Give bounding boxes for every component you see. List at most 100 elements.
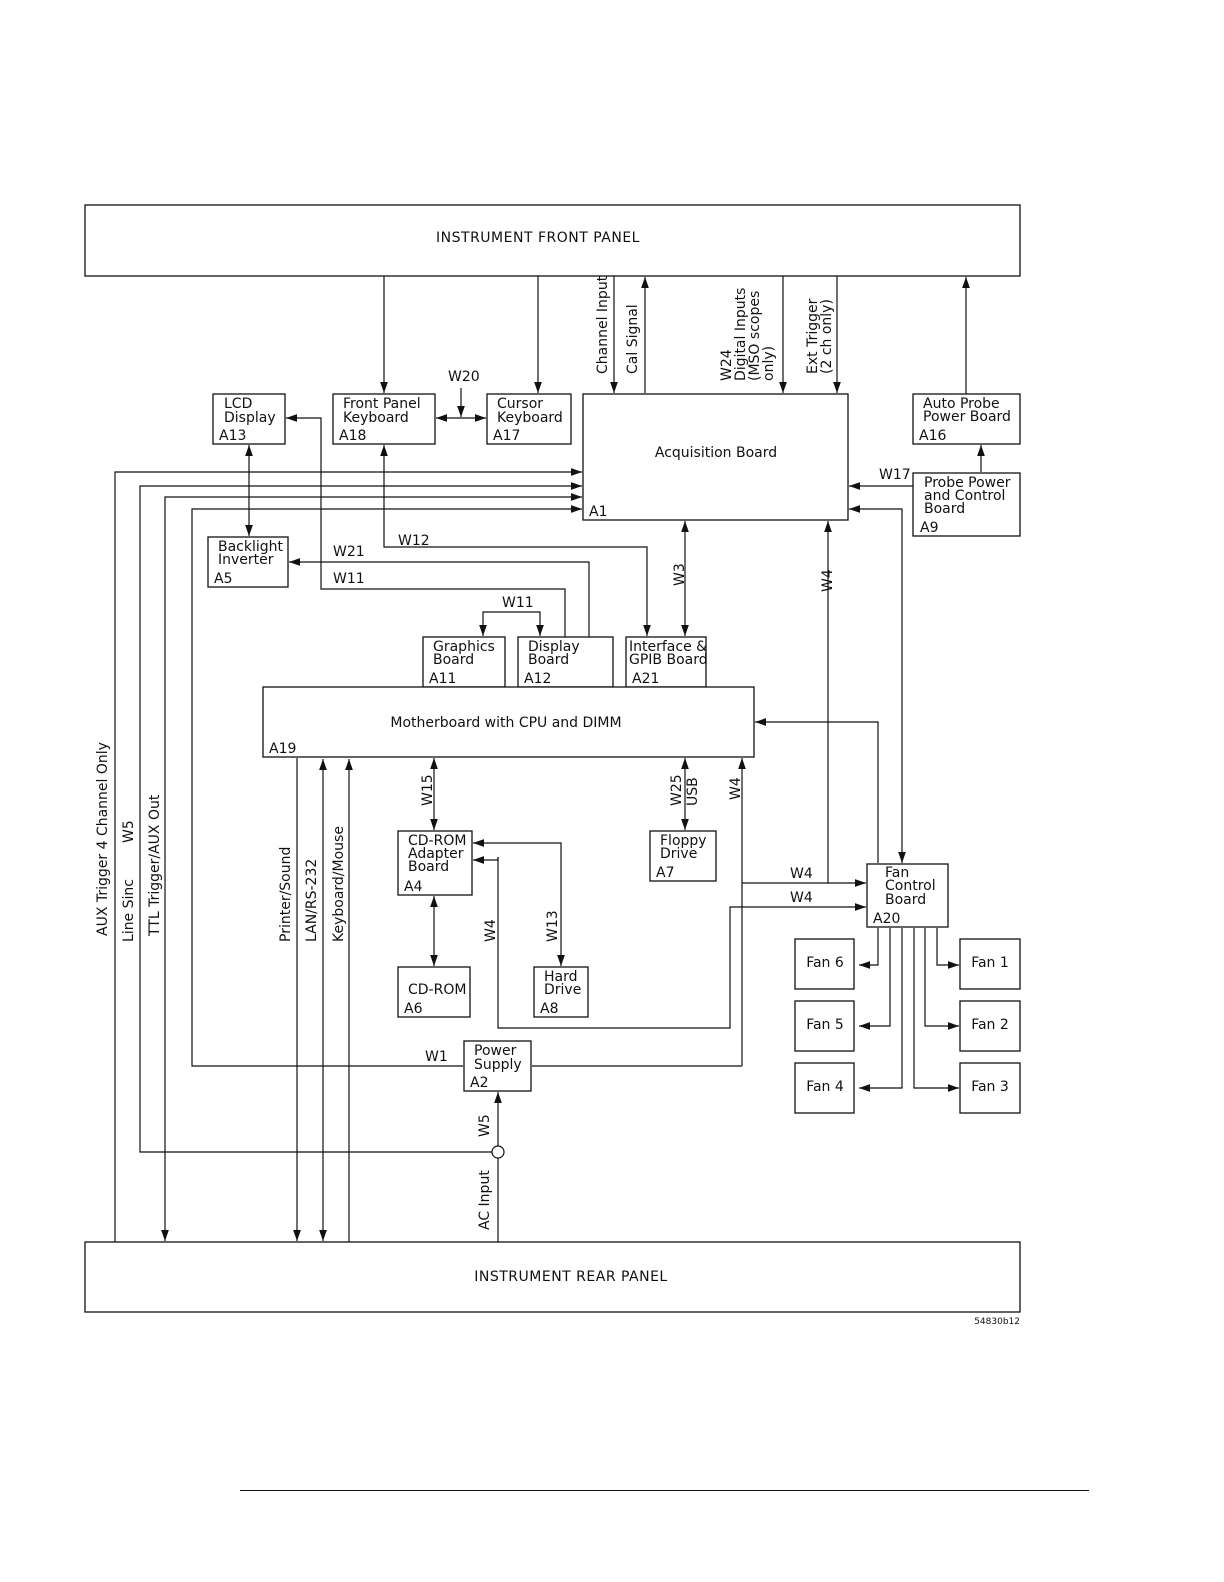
board-name-line: Fan (885, 865, 909, 881)
board-ref: A2 (470, 1075, 488, 1091)
board-ref: A5 (214, 571, 232, 587)
board-ref: A17 (493, 428, 520, 444)
power-supply-a2: Power Supply A2 (463, 1040, 532, 1092)
board-name-line: Display (224, 410, 276, 426)
ext-trigger-label-line1: Ext Trigger (805, 298, 821, 374)
board-ref: A12 (524, 671, 551, 687)
line-sinc-label: Line Sinc (121, 879, 137, 942)
interface-gpib-board-a21: Interface & GPIB Board A21 (625, 636, 708, 688)
board-name-line: Floppy (660, 833, 707, 849)
w20-label: W20 (448, 369, 480, 385)
w21-label: W21 (333, 544, 365, 560)
digital-inputs-label-line2: Digital Inputs (733, 288, 749, 381)
w13-wire (473, 839, 565, 966)
front-panel-label: INSTRUMENT FRONT PANEL (436, 230, 640, 246)
board-name-line: Probe Power (924, 475, 1011, 491)
board-ref: A4 (404, 879, 423, 895)
fan-control-board-a20: Fan Control Board A20 (866, 863, 949, 928)
board-name-line: Auto Probe (923, 396, 1000, 412)
fan-1: Fan 1 (959, 938, 1021, 990)
board-ref: A11 (429, 671, 456, 687)
floppy-drive-a7: Floppy Drive A7 (649, 830, 717, 882)
front-panel: INSTRUMENT FRONT PANEL (84, 204, 1021, 277)
fan-control-to-acquisition (849, 505, 906, 863)
w12-label: W12 (398, 533, 430, 549)
rear-panel: INSTRUMENT REAR PANEL (84, 1241, 1021, 1313)
fan-2: Fan 2 (959, 1000, 1021, 1052)
cdrom-a6: CD-ROM A6 (397, 966, 471, 1018)
board-ref: A13 (219, 428, 246, 444)
w1-label: W1 (425, 1049, 448, 1065)
channel-input-label: Channel Input (595, 275, 611, 374)
board-name-line: Power Board (923, 409, 1011, 425)
fan-1-wire (936, 928, 959, 969)
fan-3: Fan 3 (959, 1062, 1021, 1114)
signal-labels: Channel Input Cal Signal W24 Digital Inp… (95, 275, 835, 1230)
w11-label-graphics: W11 (502, 595, 534, 611)
board-ref: A8 (540, 1001, 558, 1017)
line-sinc-junction (491, 1145, 505, 1159)
backlight-inverter-a5: Backlight Inverter A5 (207, 536, 289, 588)
board-name-line: Supply (474, 1057, 522, 1073)
graphics-board-a11: Graphics Board A11 (422, 636, 506, 688)
board-ref: A16 (919, 428, 946, 444)
board-name-line: Motherboard with CPU and DIMM (390, 715, 621, 731)
w4-label-fan-upper: W4 (790, 866, 813, 882)
motherboard-a19: Motherboard with CPU and DIMM A19 (262, 686, 755, 758)
fan-label: Fan 2 (971, 1017, 1009, 1033)
fan-2-wire (924, 928, 959, 1030)
aux-trigger-label: AUX Trigger 4 Channel Only (95, 742, 111, 936)
fan-6: Fan 6 (794, 938, 855, 990)
cdrom-adapter-board-a4: CD-ROM Adapter Board A4 (397, 830, 473, 896)
lan-rs232-label: LAN/RS-232 (304, 859, 320, 942)
fan-label: Fan 6 (806, 955, 844, 971)
w11-graphics-display (479, 611, 544, 636)
ext-trigger-label-line2: (2 ch only) (819, 299, 835, 374)
w15-label: W15 (420, 774, 436, 806)
board-name-line: Keyboard (343, 410, 409, 426)
board-name-line: GPIB Board (629, 652, 708, 668)
fan-5-wire (859, 928, 891, 1030)
board-ref: A9 (920, 520, 938, 536)
board-ref: A18 (339, 428, 366, 444)
fan-5: Fan 5 (794, 1000, 855, 1052)
w11-label-lcd: W11 (333, 571, 365, 587)
w4-label-fan-lower: W4 (790, 890, 813, 906)
w5-label-left: W5 (121, 820, 137, 843)
fan-4-wire (859, 928, 903, 1092)
fan-3-wire (913, 928, 959, 1092)
hard-drive-a8: Hard Drive A8 (533, 966, 589, 1018)
w4-acquisition-wire (741, 521, 832, 1066)
connections (114, 276, 985, 1242)
fan-label: Fan 4 (806, 1079, 844, 1095)
w5-label-power: W5 (477, 1114, 493, 1137)
board-name-line: Board (433, 652, 474, 668)
board-ref: A19 (269, 741, 296, 757)
figure-id: 54830b12 (974, 1317, 1020, 1327)
w4-cdrom-adapter (473, 856, 499, 864)
footer-rule (240, 1490, 1089, 1491)
board-name-line: Board (408, 859, 449, 875)
w4-label-acquisition: W4 (820, 569, 836, 592)
board-ref: A7 (656, 865, 674, 881)
board-name-line: Inverter (218, 552, 274, 568)
cursor-keyboard-a17: Cursor Keyboard A17 (486, 393, 572, 445)
wire-labels: W20 W17 W21 W12 W11 W11 W3 W4 W15 W25 US… (121, 369, 911, 1137)
w17-label: W17 (879, 467, 911, 483)
board-name-line: Interface & (629, 639, 707, 655)
fan-control-to-motherboard (755, 718, 879, 863)
board-name-line: and Control (924, 488, 1005, 504)
w3-label: W3 (672, 563, 688, 586)
board-name-line: CD-ROM (408, 982, 466, 998)
board-name-line: Board (885, 892, 926, 908)
board-name-line: Drive (544, 982, 581, 998)
board-name-line: Board (924, 501, 965, 517)
fan-label: Fan 3 (971, 1079, 1009, 1095)
w12-wire (380, 445, 651, 636)
fan-label: Fan 1 (971, 955, 1009, 971)
cal-signal-label: Cal Signal (625, 304, 641, 374)
digital-inputs-label-line1: W24 (719, 349, 735, 381)
board-ref: A1 (589, 504, 607, 520)
w25-label: W25 (669, 774, 685, 806)
w4-label-cdrom: W4 (483, 919, 499, 942)
